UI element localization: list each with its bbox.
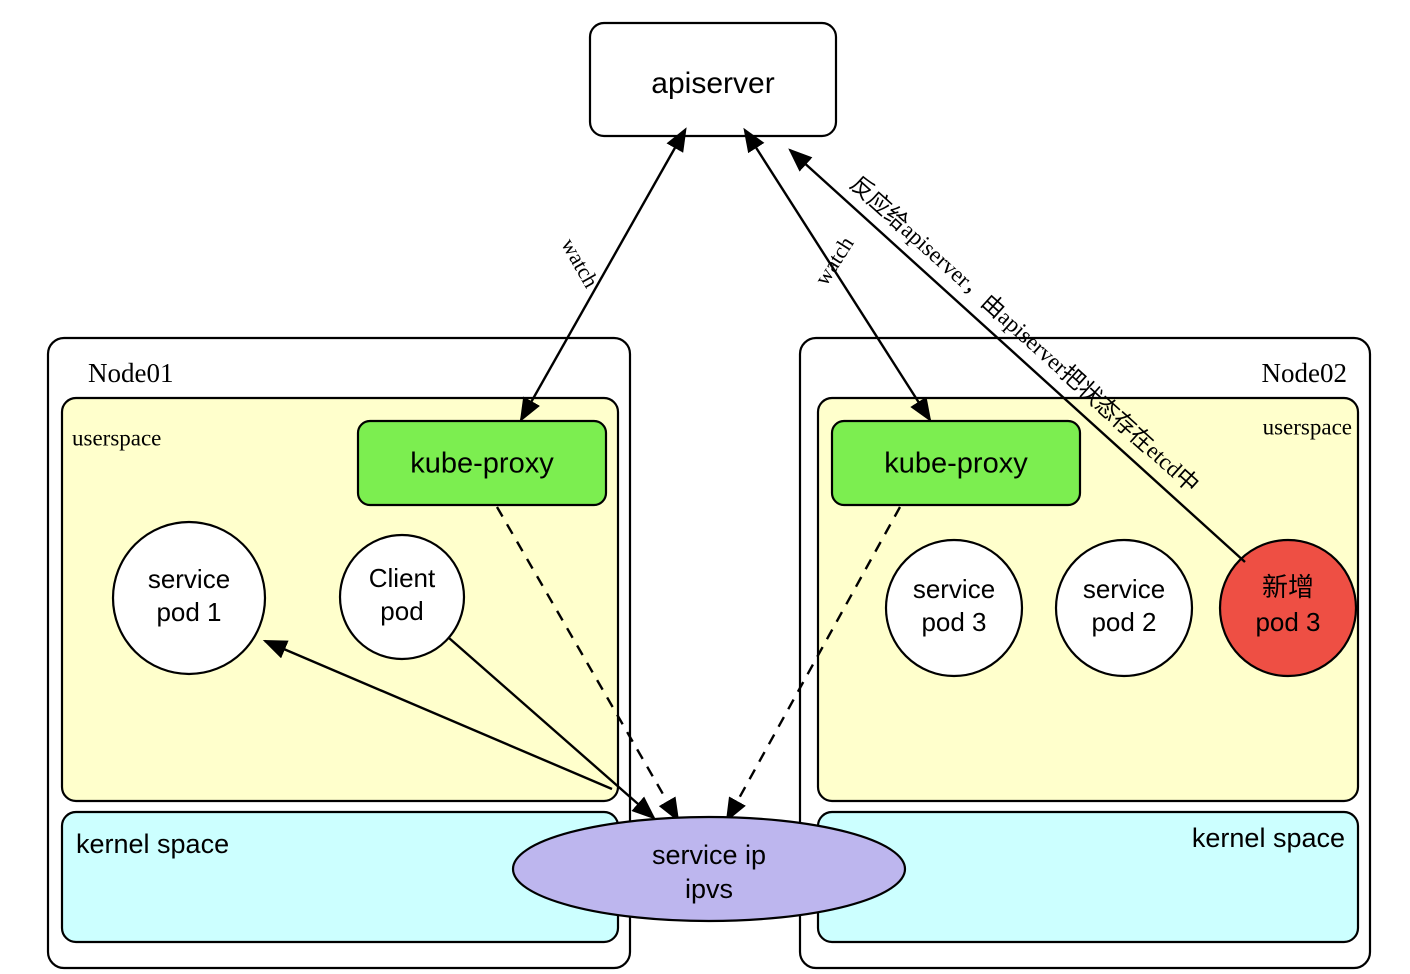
node01-pod-client-pod[interactable] <box>338 533 466 661</box>
edge-watch-right <box>743 127 932 423</box>
node01-kube-proxy-label: kube-proxy <box>410 448 554 480</box>
node01-pod-service-pod-1-line2: pod 1 <box>156 597 221 627</box>
node01-pod-service-pod-1-line1: service <box>148 564 230 594</box>
node01-title: Node01 <box>88 358 173 388</box>
node01-pod-client-pod-line1: Client <box>369 563 436 593</box>
edge-watch-left-label: watch <box>556 234 604 292</box>
node02-container: Node02 userspace kube-proxy service pod … <box>798 336 1372 970</box>
node01-kube-proxy-box[interactable] <box>356 419 608 507</box>
node02-pod-service-pod-2-line2: pod 2 <box>1091 607 1156 637</box>
apiserver-label: apiserver <box>651 67 774 100</box>
node02-pod-service-pod-3-line1: service <box>913 574 995 604</box>
node02-userspace-label: userspace <box>1263 414 1352 439</box>
edge-ipvs-to-service-pod-1 <box>262 639 613 791</box>
node02-pod-service-pod-3-line2: pod 3 <box>921 607 986 637</box>
node01-pod-service-pod-1[interactable] <box>111 520 267 676</box>
node02-pod-service-pod-2-line1: service <box>1083 574 1165 604</box>
edge-watch-left <box>519 127 687 423</box>
node02-kube-proxy-box[interactable] <box>830 419 1082 507</box>
service-ip-line2: ipvs <box>685 874 733 904</box>
edge-node01-proxy-to-ipvs <box>495 506 680 823</box>
node02-kernel-label: kernel space <box>1192 823 1345 853</box>
node02-pod-new-pod-3[interactable] <box>1218 538 1358 678</box>
node01-kernel-label: kernel space <box>76 829 229 859</box>
service-ip-ipvs-node: service ip ipvs <box>511 815 907 923</box>
node01-userspace-label: userspace <box>72 425 161 450</box>
node01-container: Node01 userspace kube-proxy service pod … <box>46 336 632 970</box>
node02-kube-proxy-label: kube-proxy <box>884 448 1028 480</box>
edge-client-pod-to-ipvs <box>448 637 656 820</box>
service-ip-line1: service ip <box>652 840 766 870</box>
edge-new-pod-to-apiserver <box>788 148 1246 563</box>
service-ip-ellipse[interactable] <box>511 815 907 923</box>
node02-pod-service-pod-2[interactable] <box>1054 538 1194 678</box>
node02-title: Node02 <box>1262 358 1347 388</box>
node02-pod-service-pod-3[interactable] <box>884 538 1024 678</box>
node02-pod-new-pod-3-line1: 新增 <box>1262 572 1314 602</box>
node01-pod-client-pod-line2: pod <box>380 596 423 626</box>
apiserver-node: apiserver <box>588 21 838 138</box>
node02-pod-new-pod-3-line2: pod 3 <box>1255 607 1320 637</box>
apiserver-box <box>588 21 838 138</box>
